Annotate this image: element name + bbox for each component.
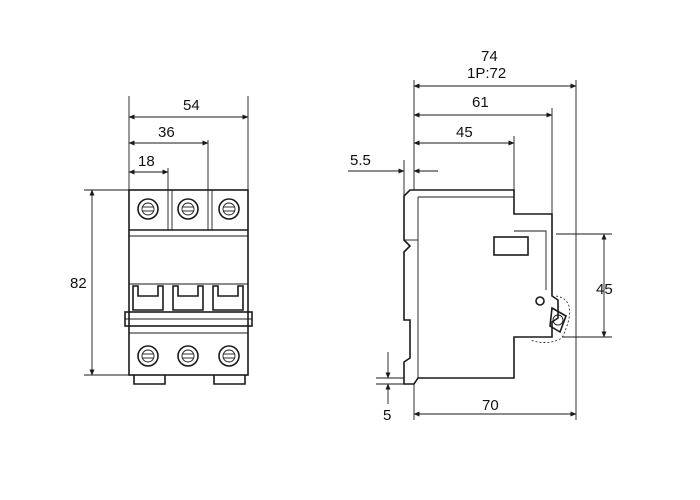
dim-base-depth: 70 xyxy=(482,397,499,414)
terminal-screw-icon xyxy=(177,198,199,220)
front-view: 54 36 18 82 xyxy=(70,96,253,385)
label-plate xyxy=(493,236,529,256)
terminal-screw-icon xyxy=(177,345,199,367)
side-body-outline xyxy=(403,189,559,385)
front-body-outline xyxy=(128,189,249,376)
dim-depth-61: 61 xyxy=(472,94,489,111)
dim-width-single-pole: 18 xyxy=(138,153,155,170)
lever-handles xyxy=(129,283,248,311)
dim-offset: 5.5 xyxy=(350,152,371,169)
terminal-screw-icon xyxy=(137,345,159,367)
dim-width-total: 54 xyxy=(183,97,200,114)
terminal-screw-icon xyxy=(218,198,240,220)
terminal-screw-icon xyxy=(218,345,240,367)
terminal-screw-icon xyxy=(137,198,159,220)
dim-height: 82 xyxy=(70,275,87,292)
dim-depth-45: 45 xyxy=(456,124,473,141)
side-view: 74 1P:72 61 45 5.5 45 70 5 xyxy=(348,48,613,424)
dim-depth-single-pole: 1P:72 xyxy=(467,65,506,82)
dim-width-two-pole: 36 xyxy=(158,124,175,141)
dim-depth-total: 74 xyxy=(481,48,498,65)
dim-rail-clip: 5 xyxy=(383,407,391,424)
lever-icon xyxy=(549,306,567,334)
dim-lever-height: 45 xyxy=(596,281,613,298)
